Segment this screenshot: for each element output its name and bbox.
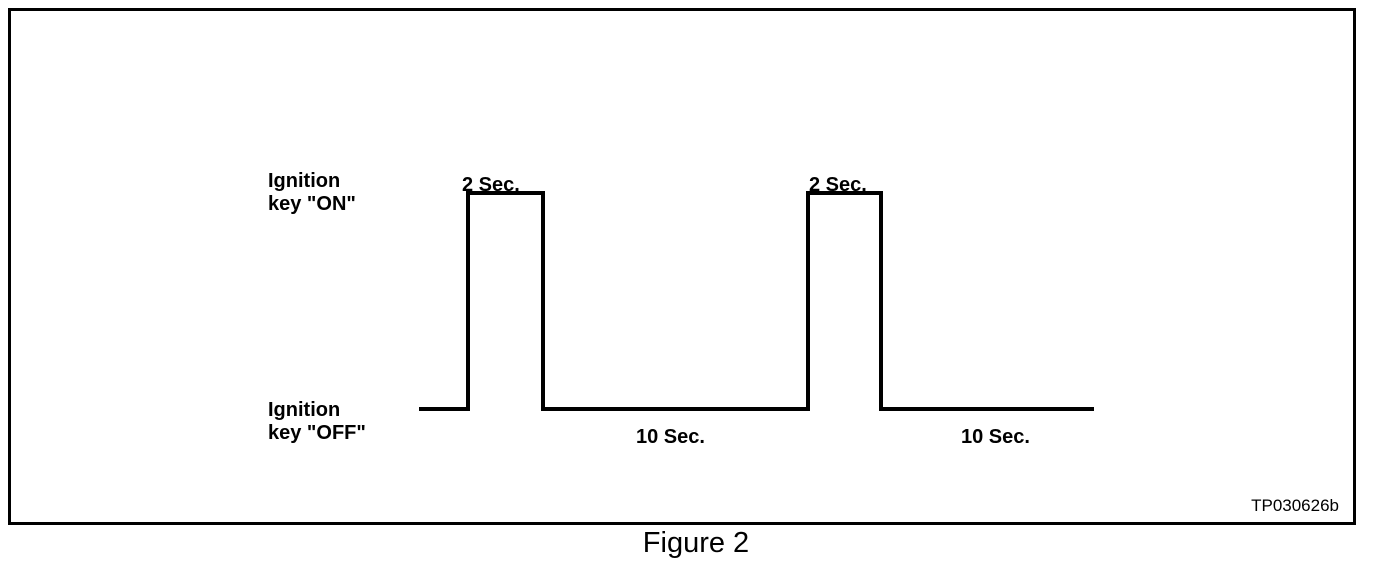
- duration-label-on-second: 2 Sec.: [809, 174, 867, 196]
- duration-label-off-first: 10 Sec.: [636, 426, 705, 448]
- axis-label-ignition-key-on: Ignition key "ON": [268, 170, 356, 215]
- duration-label-off-second: 10 Sec.: [961, 426, 1030, 448]
- waveform-trace: [419, 191, 1094, 411]
- axis-label-ignition-key-off: Ignition key "OFF": [268, 399, 366, 444]
- ignition-key-timing-waveform: [419, 191, 1094, 411]
- figure-caption: Figure 2: [642, 527, 750, 559]
- duration-label-on-first: 2 Sec.: [462, 174, 520, 196]
- figure-watermark: TP030626b: [1251, 496, 1339, 515]
- figure-frame: Ignition key "ON" Ignition key "OFF" 2 S…: [8, 8, 1356, 525]
